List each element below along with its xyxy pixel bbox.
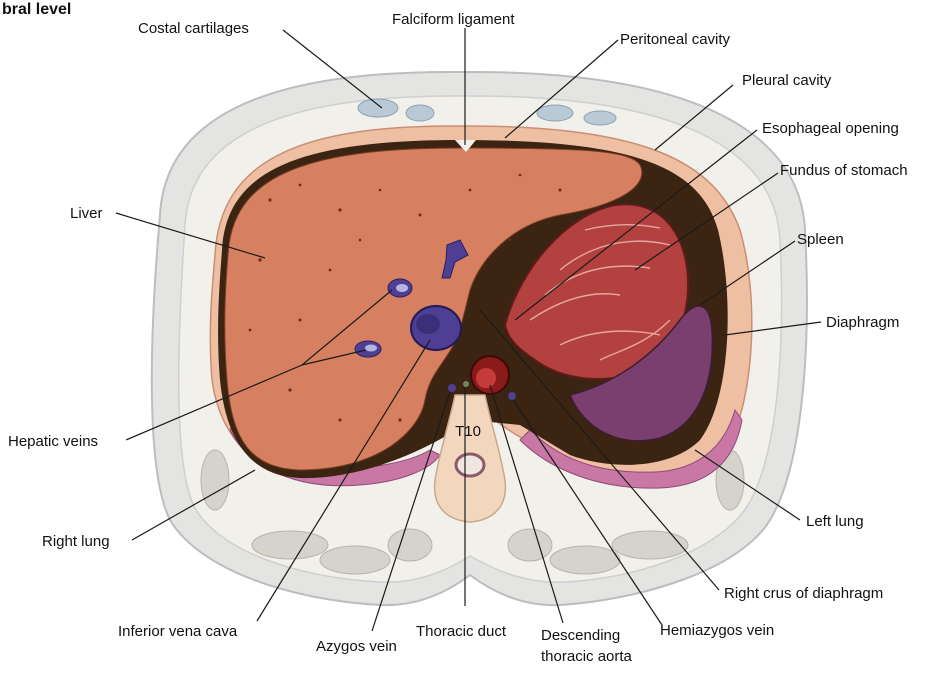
label-descending-aorta-line2: thoracic aorta xyxy=(541,648,633,665)
aorta-lumen xyxy=(476,368,496,388)
label-spleen: Spleen xyxy=(797,231,844,248)
label-left-lung: Left lung xyxy=(806,513,864,530)
label-peritoneal-cavity: Peritoneal cavity xyxy=(620,31,731,48)
azygos-vein-dot xyxy=(448,384,456,392)
label-diaphragm: Diaphragm xyxy=(826,314,899,331)
vertebra-label: T10 xyxy=(455,423,481,440)
spinal-cord xyxy=(456,454,484,476)
figure-title: bral level xyxy=(2,1,71,18)
thoracic-duct-dot xyxy=(463,381,469,387)
label-descending-aorta-line1: Descending xyxy=(541,627,620,644)
label-esophageal-opening: Esophageal opening xyxy=(762,120,899,137)
label-fundus-of-stomach: Fundus of stomach xyxy=(780,162,908,179)
hemiazygos-vein-dot xyxy=(508,392,516,400)
label-thoracic-duct: Thoracic duct xyxy=(416,623,507,640)
label-liver: Liver xyxy=(70,205,103,222)
label-inferior-vena-cava: Inferior vena cava xyxy=(118,623,238,640)
label-right-crus-of-diaphragm: Right crus of diaphragm xyxy=(724,585,883,602)
label-falciform-ligament: Falciform ligament xyxy=(392,11,515,28)
ivc-lumen xyxy=(416,314,440,334)
label-pleural-cavity: Pleural cavity xyxy=(742,72,832,89)
label-hemiazygos-vein: Hemiazygos vein xyxy=(660,622,774,639)
label-costal-cartilages: Costal cartilages xyxy=(138,20,249,37)
label-azygos-vein: Azygos vein xyxy=(316,638,397,655)
label-hepatic-veins: Hepatic veins xyxy=(8,433,98,450)
label-right-lung: Right lung xyxy=(42,533,110,550)
